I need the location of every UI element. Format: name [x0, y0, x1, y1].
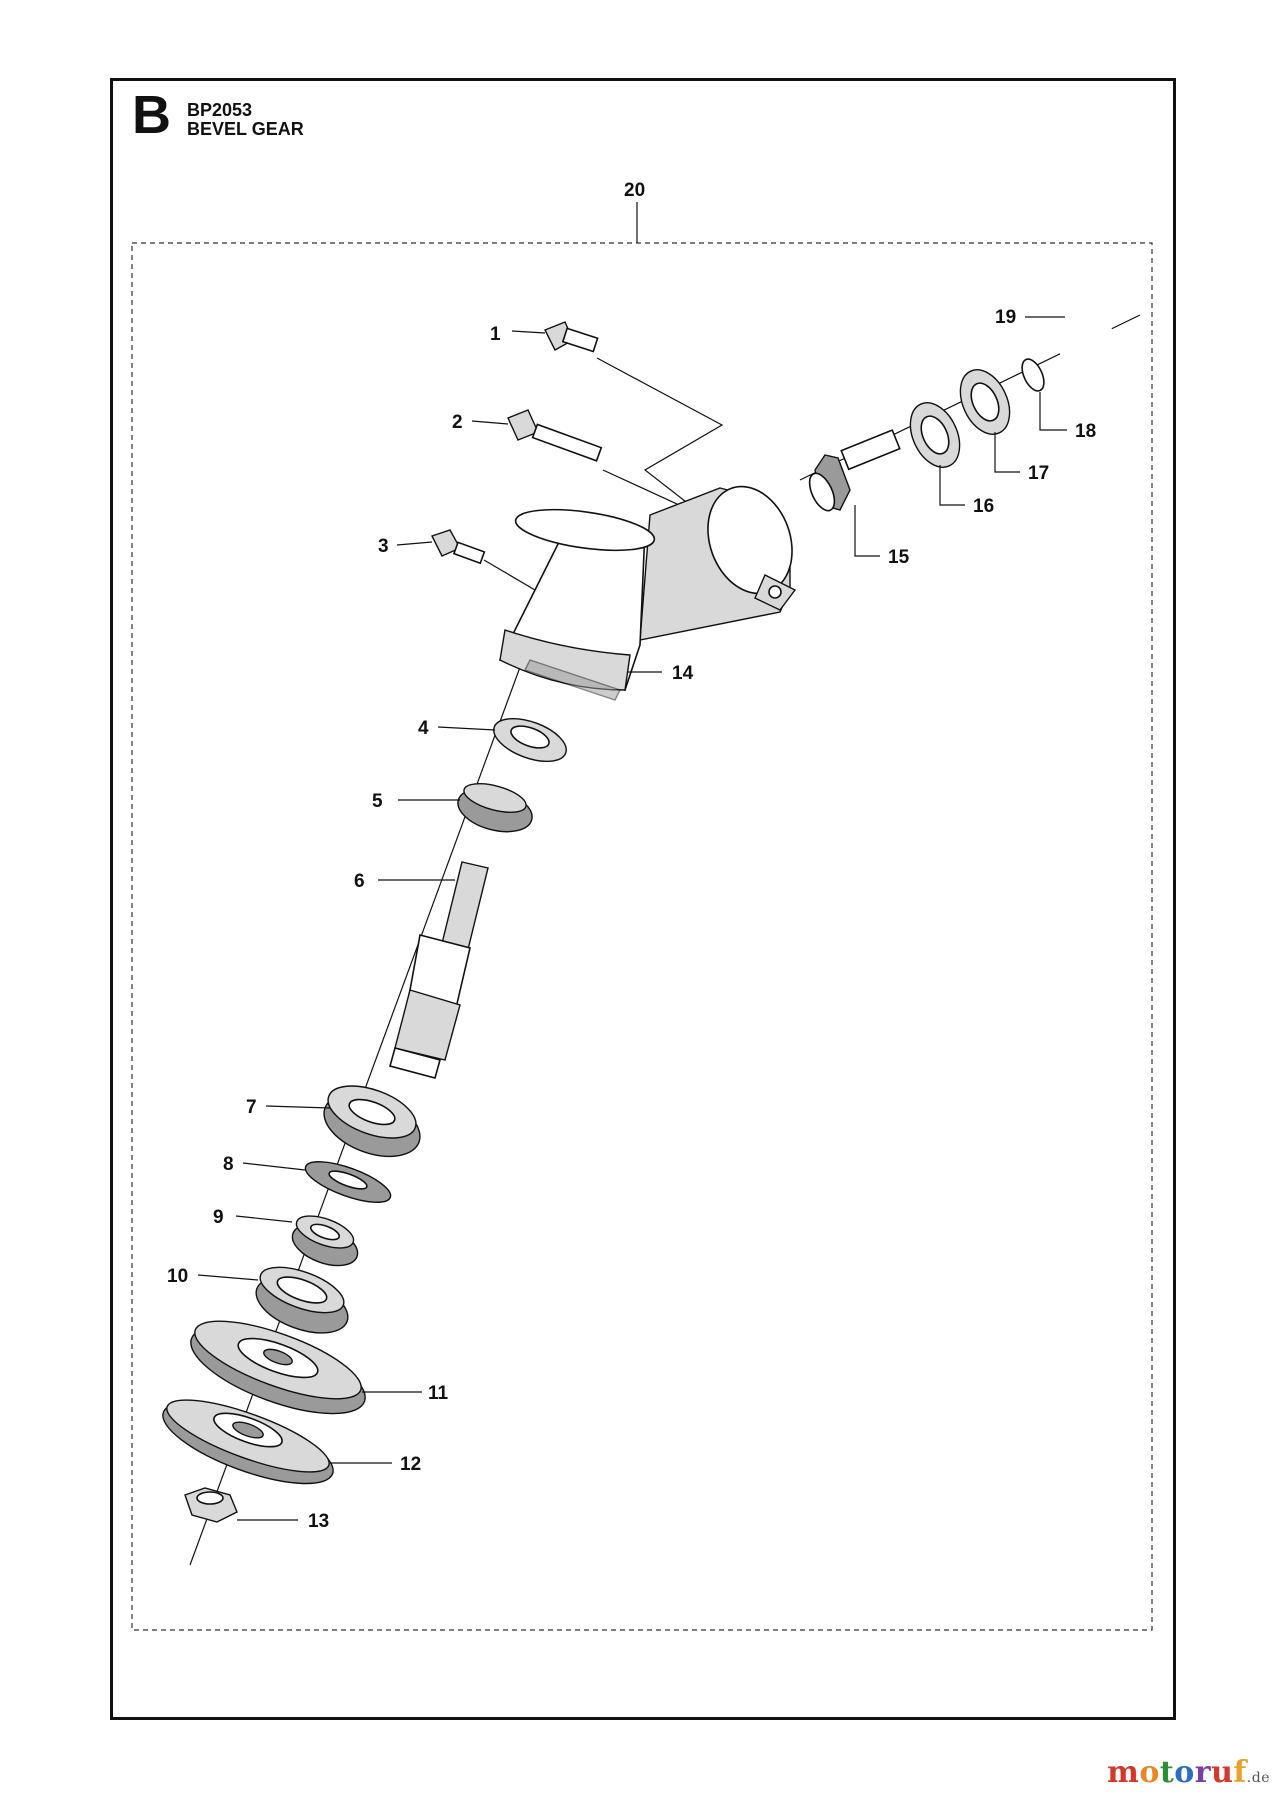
callout-12: 12	[400, 1454, 421, 1475]
part-6-shaft	[389, 861, 489, 1079]
part-3-bolt	[431, 529, 486, 565]
callout-5: 5	[372, 791, 383, 812]
diagram-frame	[110, 78, 1176, 1720]
watermark-letter: m	[1107, 1755, 1140, 1790]
leader-1-path	[596, 357, 724, 506]
part-5-crown-gear	[457, 783, 533, 833]
callout-11: 11	[428, 1383, 449, 1404]
callout-7: 7	[246, 1097, 257, 1118]
callout-8: 8	[223, 1154, 234, 1175]
callout-14: 14	[672, 663, 694, 684]
callout-18: 18	[1075, 421, 1096, 442]
callout-19: 19	[995, 307, 1016, 328]
watermark-tld: .de	[1246, 1770, 1270, 1786]
assembly-boundary	[131, 242, 1153, 1631]
part-11-support-flange	[190, 1320, 366, 1415]
leader-10	[197, 1274, 259, 1281]
callout-1: 1	[490, 324, 501, 345]
watermark-letter: u	[1211, 1755, 1234, 1790]
leader-9	[235, 1215, 293, 1223]
callout-13: 13	[308, 1511, 329, 1532]
callout-15: 15	[888, 547, 910, 568]
watermark-brand: motoruf	[1107, 1755, 1247, 1790]
leader-2	[471, 420, 509, 425]
leader-17	[994, 432, 1020, 473]
watermark-letter: t	[1159, 1755, 1175, 1790]
part-15-pinion-gear	[808, 429, 901, 512]
callout-6: 6	[354, 871, 365, 892]
part-13-nut	[184, 1487, 238, 1523]
part-4-bearing	[493, 717, 567, 763]
part-17-bearing	[959, 369, 1011, 435]
callout-2: 2	[452, 412, 463, 433]
leader-3-path	[483, 559, 536, 591]
callout-16: 16	[973, 496, 994, 517]
watermark-letter: o	[1139, 1755, 1160, 1790]
callout-17: 17	[1028, 463, 1049, 484]
callout-9: 9	[213, 1207, 224, 1228]
part-12-thrust-washer	[162, 1399, 334, 1485]
watermark-letter: f	[1233, 1755, 1247, 1790]
callout-10: 10	[167, 1266, 188, 1287]
watermark-letter: r	[1194, 1755, 1212, 1790]
callout-4: 4	[418, 718, 429, 739]
part-18-retaining-ring	[1021, 358, 1045, 392]
leader-3	[396, 541, 433, 546]
callout-20: 20	[624, 180, 645, 201]
callout-3: 3	[378, 536, 389, 557]
part-9-spacer	[291, 1215, 359, 1267]
part-10-spacer-ring	[255, 1266, 349, 1334]
part-16-bearing	[909, 402, 961, 468]
part-2-bolt	[507, 409, 603, 462]
watermark-letter: o	[1174, 1755, 1195, 1790]
part-8-lock-washer	[304, 1161, 392, 1203]
diagram-title: BEVEL GEAR	[187, 119, 304, 139]
leader-16	[939, 465, 965, 506]
part-14-gear-housing	[498, 485, 797, 701]
leader-7	[265, 1105, 331, 1109]
document-id: BP2053	[187, 100, 253, 120]
part-1-bolt	[544, 321, 599, 353]
leader-4	[437, 726, 496, 731]
part-7-bearing	[323, 1085, 421, 1158]
part-19-circlip	[1057, 308, 1123, 392]
section-letter: B	[132, 85, 171, 145]
leader-1	[511, 330, 546, 334]
leader-8	[242, 1162, 306, 1171]
site-watermark: motoruf.de	[1107, 1755, 1270, 1790]
leader-2-path	[602, 469, 691, 511]
leader-18	[1039, 392, 1067, 431]
leader-15	[854, 505, 880, 557]
